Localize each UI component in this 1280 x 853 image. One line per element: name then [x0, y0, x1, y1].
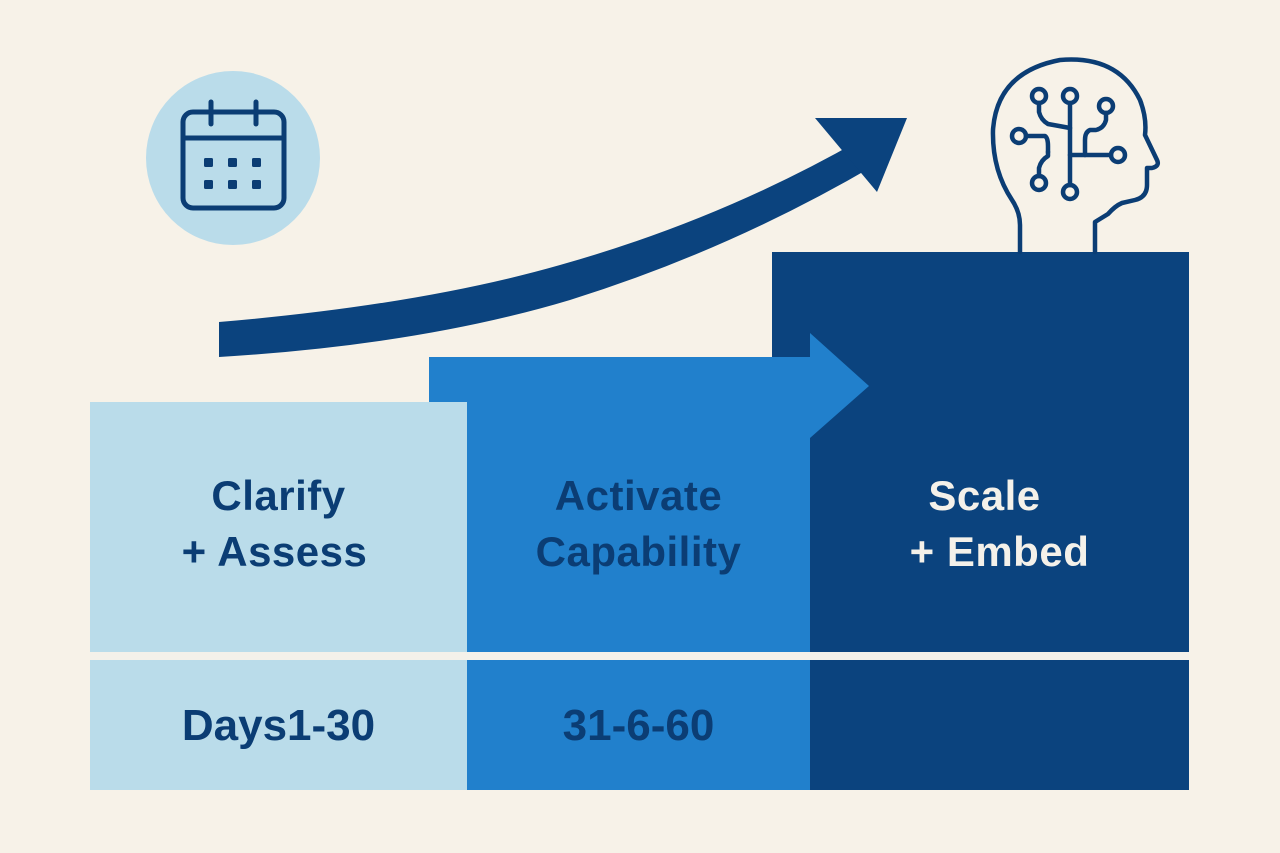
- phase-3-days-cell: [810, 660, 1189, 790]
- phase-3-title-line2: + Embed: [909, 528, 1090, 575]
- phase-1-title-line2: + Assess: [181, 528, 368, 575]
- phase-1-title-line1: Clarify: [211, 472, 346, 519]
- phase-1-block: [90, 402, 467, 652]
- row-divider: [90, 652, 1189, 660]
- phase-1-days-cell: [90, 660, 467, 790]
- phase-2-days-cell: [467, 660, 810, 790]
- phase-2-arrow-block: [429, 333, 869, 652]
- phase-1-days: Days1-30: [181, 701, 376, 750]
- phase-2-title-line1: Activate: [554, 472, 723, 519]
- phase-2-title-line2: Capability: [535, 528, 742, 575]
- trend-arrow-icon: [219, 118, 907, 357]
- ai-head-circuit-icon: [990, 57, 1161, 255]
- phase-3-block: [772, 252, 1189, 652]
- calendar-icon: [146, 71, 320, 245]
- phase-3-title: Scale + Embed: [810, 468, 1189, 580]
- phase-3-title-line1: Scale: [928, 472, 1041, 519]
- phase-2-days: 31-6-60: [562, 701, 715, 750]
- phase-1-title: Clarify + Assess: [90, 468, 467, 580]
- phase-2-title: Activate Capability: [467, 468, 810, 580]
